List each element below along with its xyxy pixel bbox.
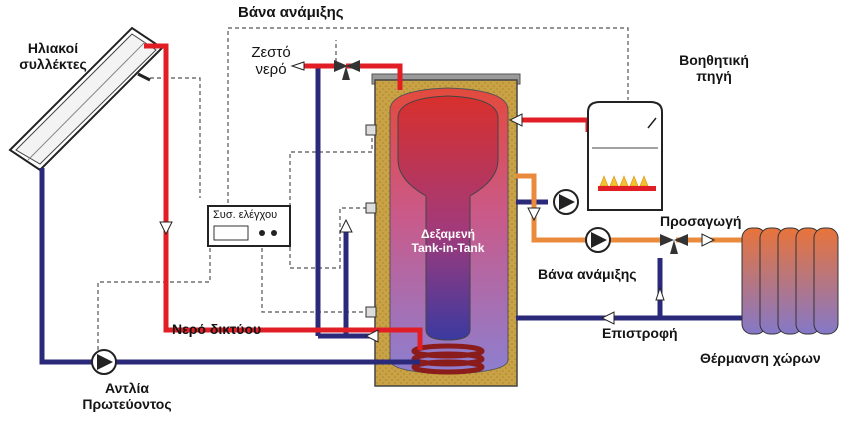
burner-flames bbox=[599, 175, 649, 187]
tank-label-line2: Tank-in-Tank bbox=[411, 240, 485, 255]
flow-arrows bbox=[159, 61, 716, 343]
tank-label: Δεξαμενή Tank-in-Tank bbox=[398, 227, 498, 256]
tank-sensor-mid bbox=[365, 202, 377, 214]
aux-source-label-line2: πηγή bbox=[696, 68, 732, 85]
solar-collectors-label: Ηλιακοί συλλέκτες bbox=[10, 40, 96, 72]
cold-pipes bbox=[39, 66, 760, 365]
hot-water-label-line1: Ζεστό bbox=[251, 44, 291, 61]
heat-exchanger-coil bbox=[411, 343, 485, 375]
storage-tank bbox=[365, 73, 521, 387]
mixing-valve-right bbox=[660, 234, 688, 254]
hot-pipes bbox=[144, 43, 591, 350]
tank-sensor-top bbox=[365, 124, 377, 136]
hot-water-label: Ζεστό νερό bbox=[246, 44, 296, 79]
aux-boiler bbox=[587, 101, 663, 211]
solar-collectors-label-line1: Ηλιακοί bbox=[27, 40, 79, 56]
control-wires bbox=[97, 27, 629, 350]
mixing-valve-top bbox=[334, 60, 360, 80]
hot-water-label-line2: νερό bbox=[255, 61, 287, 79]
aux-source-label-line1: Βοηθητική bbox=[679, 52, 749, 68]
collector-sensor bbox=[137, 72, 151, 82]
mixing-valve-top-label: Βάνα ανάμιξης bbox=[238, 4, 344, 21]
radiator bbox=[741, 227, 839, 335]
primary-pump-label-line2: Πρωτεύοντος bbox=[82, 396, 172, 413]
primary-pump-label-line1: Αντλία bbox=[105, 380, 149, 396]
supply-label: Προσαγωγή bbox=[660, 213, 742, 229]
mains-water-label: Νερό δικτύου bbox=[172, 321, 262, 337]
aux-source-label: Βοηθητική πηγή bbox=[664, 52, 764, 84]
controller-label: Συσ. ελέγχου bbox=[213, 209, 278, 221]
tank-label-line1: Δεξαμενή bbox=[421, 227, 475, 241]
space-heating-label: Θέρμανση χώρων bbox=[700, 350, 821, 366]
tank-sensor-bottom bbox=[365, 306, 377, 318]
solar-collectors-label-line2: συλλέκτες bbox=[19, 56, 87, 73]
mixing-valve-right-label: Βάνα ανάμιξης bbox=[538, 266, 637, 282]
return-label: Επιστροφή bbox=[602, 325, 678, 341]
primary-pump-label: Αντλία Πρωτεύοντος bbox=[72, 380, 182, 412]
controller-box bbox=[207, 205, 291, 247]
heating-pump bbox=[585, 227, 611, 253]
primary-pump bbox=[91, 349, 117, 375]
boiler-pump bbox=[553, 189, 579, 215]
